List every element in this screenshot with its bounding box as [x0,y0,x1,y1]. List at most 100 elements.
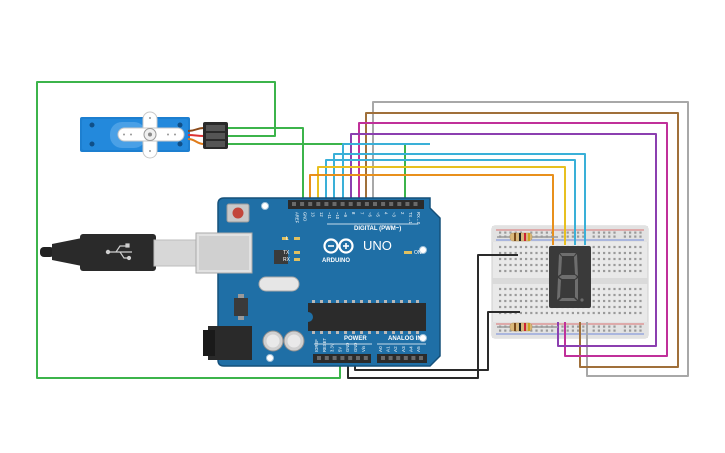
breadboard-hole[interactable] [571,329,574,332]
breadboard-hole[interactable] [592,245,595,249]
breadboard-hole[interactable] [623,329,626,332]
seven-segment-display[interactable]: 8 [549,246,596,308]
breadboard-hole[interactable] [545,311,548,315]
breadboard-hole[interactable] [634,287,637,291]
breadboard-hole[interactable] [566,235,569,238]
breadboard-hole[interactable] [514,263,517,267]
breadboard-hole[interactable] [530,245,533,249]
breadboard-hole[interactable] [530,329,533,332]
breadboard-hole[interactable] [623,257,626,261]
breadboard-hole[interactable] [597,299,600,303]
breadboard-hole[interactable] [634,257,637,261]
breadboard-hole[interactable] [629,235,632,238]
breadboard-hole[interactable] [525,257,528,261]
breadboard-hole[interactable] [608,311,611,315]
breadboard-hole[interactable] [613,251,616,255]
breadboard-hole[interactable] [618,269,621,273]
breadboard-hole[interactable] [577,311,580,315]
breadboard-hole[interactable] [535,329,538,332]
breadboard-hole[interactable] [504,287,507,291]
breadboard-hole[interactable] [509,269,512,273]
breadboard-hole[interactable] [634,305,637,309]
breadboard-hole[interactable] [629,305,632,309]
breadboard-hole[interactable] [525,293,528,297]
header-pin[interactable] [324,356,329,360]
header-pin[interactable] [356,202,361,206]
breadboard-hole[interactable] [545,245,548,249]
header-pin[interactable] [397,202,402,206]
breadboard-hole[interactable] [525,287,528,291]
breadboard-hole[interactable] [629,293,632,297]
breadboard-hole[interactable] [545,293,548,297]
breadboard-hole[interactable] [509,263,512,267]
breadboard-hole[interactable] [597,245,600,249]
breadboard-hole[interactable] [629,257,632,261]
breadboard-hole[interactable] [639,269,642,273]
breadboard-hole[interactable] [608,305,611,309]
breadboard-hole[interactable] [623,311,626,315]
breadboard-hole[interactable] [592,329,595,332]
breadboard-hole[interactable] [530,263,533,267]
breadboard-hole[interactable] [556,311,559,315]
header-pin[interactable] [292,202,296,206]
breadboard-hole[interactable] [623,263,626,267]
breadboard-hole[interactable] [540,329,543,332]
breadboard-hole[interactable] [582,311,585,315]
breadboard-hole[interactable] [608,257,611,261]
breadboard-hole[interactable] [509,231,512,234]
breadboard-hole[interactable] [545,299,548,303]
header-pin[interactable] [340,356,345,360]
breadboard-hole[interactable] [603,325,606,328]
breadboard-hole[interactable] [623,235,626,238]
breadboard-hole[interactable] [597,269,600,273]
breadboard-hole[interactable] [613,235,616,238]
breadboard-hole[interactable] [535,251,538,255]
breadboard-hole[interactable] [592,235,595,238]
breadboard-hole[interactable] [608,293,611,297]
header-pin[interactable] [356,356,360,360]
breadboard-hole[interactable] [613,263,616,267]
breadboard-hole[interactable] [566,329,569,332]
breadboard-hole[interactable] [634,251,637,255]
breadboard-hole[interactable] [634,293,637,297]
breadboard-hole[interactable] [561,311,564,315]
breadboard-hole[interactable] [561,329,564,332]
breadboard-hole[interactable] [634,263,637,267]
breadboard-hole[interactable] [577,231,580,234]
breadboard-hole[interactable] [504,329,507,332]
breadboard-hole[interactable] [545,305,548,309]
breadboard-hole[interactable] [613,305,616,309]
breadboard-hole[interactable] [545,287,548,291]
breadboard-hole[interactable] [634,329,637,332]
breadboard-hole[interactable] [618,251,621,255]
breadboard-hole[interactable] [623,325,626,328]
breadboard-hole[interactable] [587,311,590,315]
breadboard-hole[interactable] [603,251,606,255]
breadboard-hole[interactable] [530,269,533,273]
breadboard-hole[interactable] [608,287,611,291]
breadboard-hole[interactable] [597,305,600,309]
breadboard-hole[interactable] [525,269,528,273]
breadboard-hole[interactable] [509,257,512,261]
breadboard-hole[interactable] [592,251,595,255]
breadboard-hole[interactable] [571,311,574,315]
servo-motor[interactable] [80,111,228,159]
breadboard-hole[interactable] [525,263,528,267]
breadboard-hole[interactable] [499,305,502,309]
breadboard-hole[interactable] [608,269,611,273]
breadboard-hole[interactable] [540,299,543,303]
breadboard-hole[interactable] [561,231,564,234]
breadboard-hole[interactable] [618,287,621,291]
breadboard-hole[interactable] [519,299,522,303]
reset-button[interactable] [226,203,250,223]
header-pin[interactable] [373,202,377,206]
breadboard-hole[interactable] [623,305,626,309]
breadboard-hole[interactable] [629,311,632,315]
resistor-top[interactable] [497,232,558,242]
breadboard-hole[interactable] [519,231,522,234]
breadboard-hole[interactable] [634,245,637,249]
breadboard-hole[interactable] [519,305,522,309]
breadboard-hole[interactable] [603,305,606,309]
header-pin[interactable] [332,202,337,206]
